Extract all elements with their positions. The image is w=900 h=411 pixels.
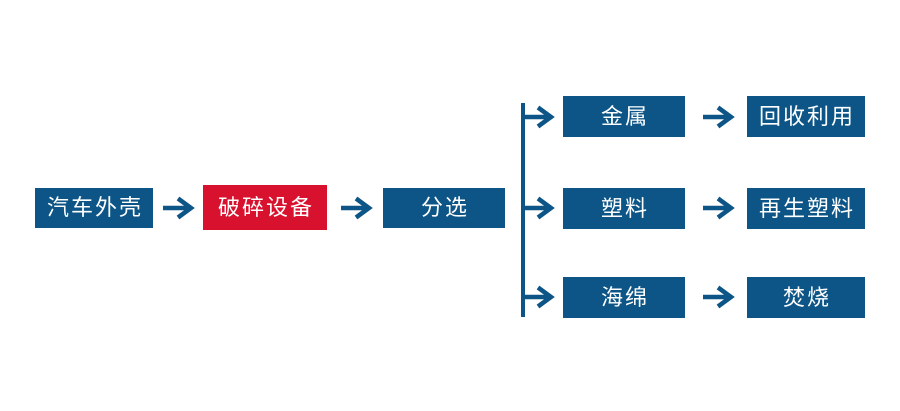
node-recycling: 回收利用 bbox=[747, 96, 865, 137]
branch-connector-line bbox=[521, 103, 525, 317]
node-metal: 金属 bbox=[563, 96, 685, 137]
node-label: 分选 bbox=[420, 195, 469, 220]
arrow-right-icon bbox=[702, 104, 736, 130]
node-label: 焚烧 bbox=[782, 284, 831, 310]
arrow-right-icon bbox=[702, 195, 736, 221]
branch-arrow-right-icon bbox=[524, 104, 556, 130]
node-label: 汽车外壳 bbox=[46, 195, 143, 220]
node-label: 塑料 bbox=[600, 195, 649, 221]
node-label: 再生塑料 bbox=[758, 195, 855, 221]
branch-arrow-right-icon bbox=[524, 284, 556, 310]
node-label: 金属 bbox=[600, 103, 649, 129]
branch-arrow-right-icon bbox=[524, 195, 556, 221]
node-sorting: 分选 bbox=[383, 188, 505, 228]
arrow-right-icon bbox=[340, 195, 374, 221]
node-recycled-plastic: 再生塑料 bbox=[747, 188, 865, 229]
node-sponge: 海绵 bbox=[563, 277, 685, 318]
node-car-shell: 汽车外壳 bbox=[35, 188, 153, 228]
node-incineration: 焚烧 bbox=[747, 277, 865, 318]
node-label: 破碎设备 bbox=[217, 194, 314, 220]
node-label: 回收利用 bbox=[758, 103, 855, 129]
arrow-right-icon bbox=[162, 195, 196, 221]
arrow-right-icon bbox=[702, 284, 736, 310]
node-label: 海绵 bbox=[600, 284, 649, 310]
node-plastic: 塑料 bbox=[563, 188, 685, 229]
node-crushing-equipment: 破碎设备 bbox=[203, 185, 327, 230]
